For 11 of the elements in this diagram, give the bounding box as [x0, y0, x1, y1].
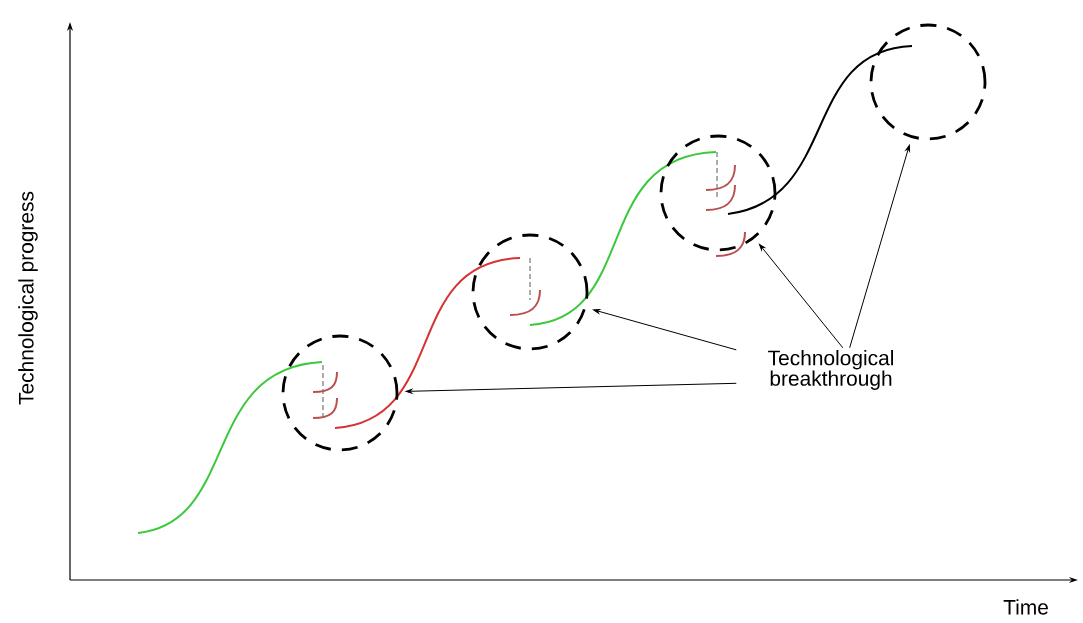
- dashed-circle: [281, 334, 399, 452]
- axis-label: Technological progress: [18, 191, 38, 405]
- dashed-circle: [869, 23, 987, 141]
- arrow: [849, 144, 911, 349]
- arrow: [758, 243, 844, 349]
- axis-label: Time: [1003, 599, 1048, 615]
- annotation-text: Technological breakthrough: [768, 350, 893, 390]
- dashed-circle: [659, 134, 777, 252]
- dashed-circle: [471, 233, 589, 351]
- arrow: [405, 382, 737, 394]
- arrow: [593, 309, 737, 351]
